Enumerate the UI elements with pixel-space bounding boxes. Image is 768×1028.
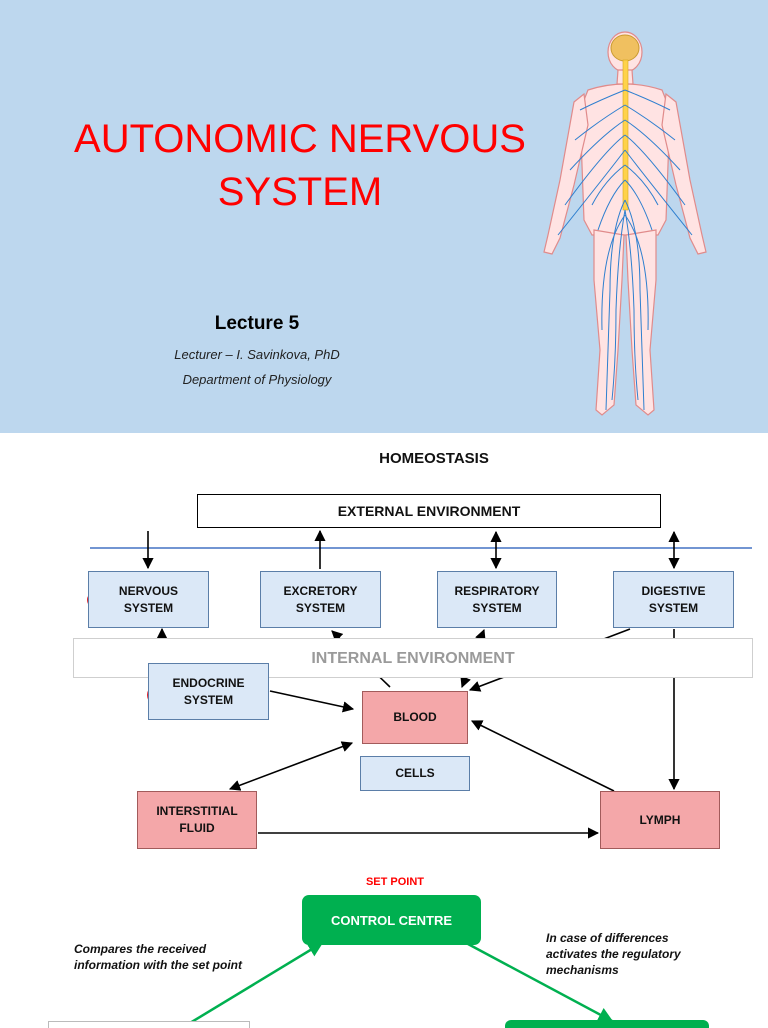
differences-line3: mechanisms xyxy=(546,963,619,977)
differences-caption: In case of differences activates the reg… xyxy=(546,930,756,978)
green-arrow-from-control xyxy=(467,942,614,1023)
blood-box: BLOOD xyxy=(362,691,468,744)
endocrine-line2: SYSTEM xyxy=(183,692,234,707)
endocrine-system-box: ENDOCRINE SYSTEM xyxy=(148,663,269,720)
compares-caption: Compares the received information with t… xyxy=(74,941,304,973)
department-name: Department of Physiology xyxy=(182,372,332,387)
excretory-system-box: EXCRETORY SYSTEM xyxy=(260,571,381,628)
external-environment-box: EXTERNAL ENVIRONMENT xyxy=(197,494,661,528)
cells-box: CELLS xyxy=(360,756,470,791)
homeostasis-heading: HOMEOSTASIS xyxy=(379,449,489,467)
partial-box-bottom-left xyxy=(48,1021,250,1028)
control-centre-box: CONTROL CENTRE xyxy=(302,895,481,945)
digestive-line2: SYSTEM xyxy=(648,600,699,615)
slide-title-line1: AUTONOMIC NERVOUS xyxy=(74,117,526,161)
respiratory-line1: RESPIRATORY xyxy=(454,583,540,598)
arrow-blood-interstitial xyxy=(228,741,354,791)
lecture-number: Lecture 5 xyxy=(214,313,300,334)
lecturer-name: Lecturer – I. Savinkova, PhD xyxy=(174,347,340,362)
interstitial-fluid-box: INTERSTITIAL FLUID xyxy=(137,791,257,849)
respiratory-system-box: RESPIRATORY SYSTEM xyxy=(437,571,557,628)
nervous-system-box: NERVOUS SYSTEM xyxy=(88,571,209,628)
differences-line1: In case of differences xyxy=(546,931,669,945)
respiratory-line2: SYSTEM xyxy=(472,600,522,615)
excretory-line1: EXCRETORY xyxy=(283,583,358,598)
compares-line2: information with the set point xyxy=(74,958,242,972)
homeostasis-slide: HOMEOSTASIS EXTERNAL ENVIRONMENT INTERNA… xyxy=(0,433,768,1028)
digestive-system-box: DIGESTIVE SYSTEM xyxy=(613,571,734,628)
nervous-system-figure-icon xyxy=(543,31,707,416)
slide-title-line2: SYSTEM xyxy=(217,170,383,214)
title-slide: AUTONOMIC NERVOUS SYSTEM Lecture 5 Lectu… xyxy=(0,0,768,433)
differences-line2: activates the regulatory xyxy=(546,947,681,961)
nervous-line2: SYSTEM xyxy=(123,600,174,615)
interstitial-line2: FLUID xyxy=(179,821,215,835)
digestive-line1: DIGESTIVE xyxy=(641,583,706,598)
set-point-label: SET POINT xyxy=(365,875,425,888)
lymph-box: LYMPH xyxy=(600,791,720,849)
partial-green-box-bottom-right xyxy=(505,1020,709,1028)
excretory-line2: SYSTEM xyxy=(295,600,346,615)
nervous-line1: NERVOUS xyxy=(118,583,179,598)
arrow-lymph-blood xyxy=(470,720,615,792)
endocrine-line1: ENDOCRINE xyxy=(172,675,245,690)
arrow-endocrine-blood xyxy=(269,690,355,713)
compares-line1: Compares the received xyxy=(74,942,207,956)
interstitial-line1: INTERSTITIAL xyxy=(156,804,238,818)
green-arrow-to-control xyxy=(189,941,324,1024)
